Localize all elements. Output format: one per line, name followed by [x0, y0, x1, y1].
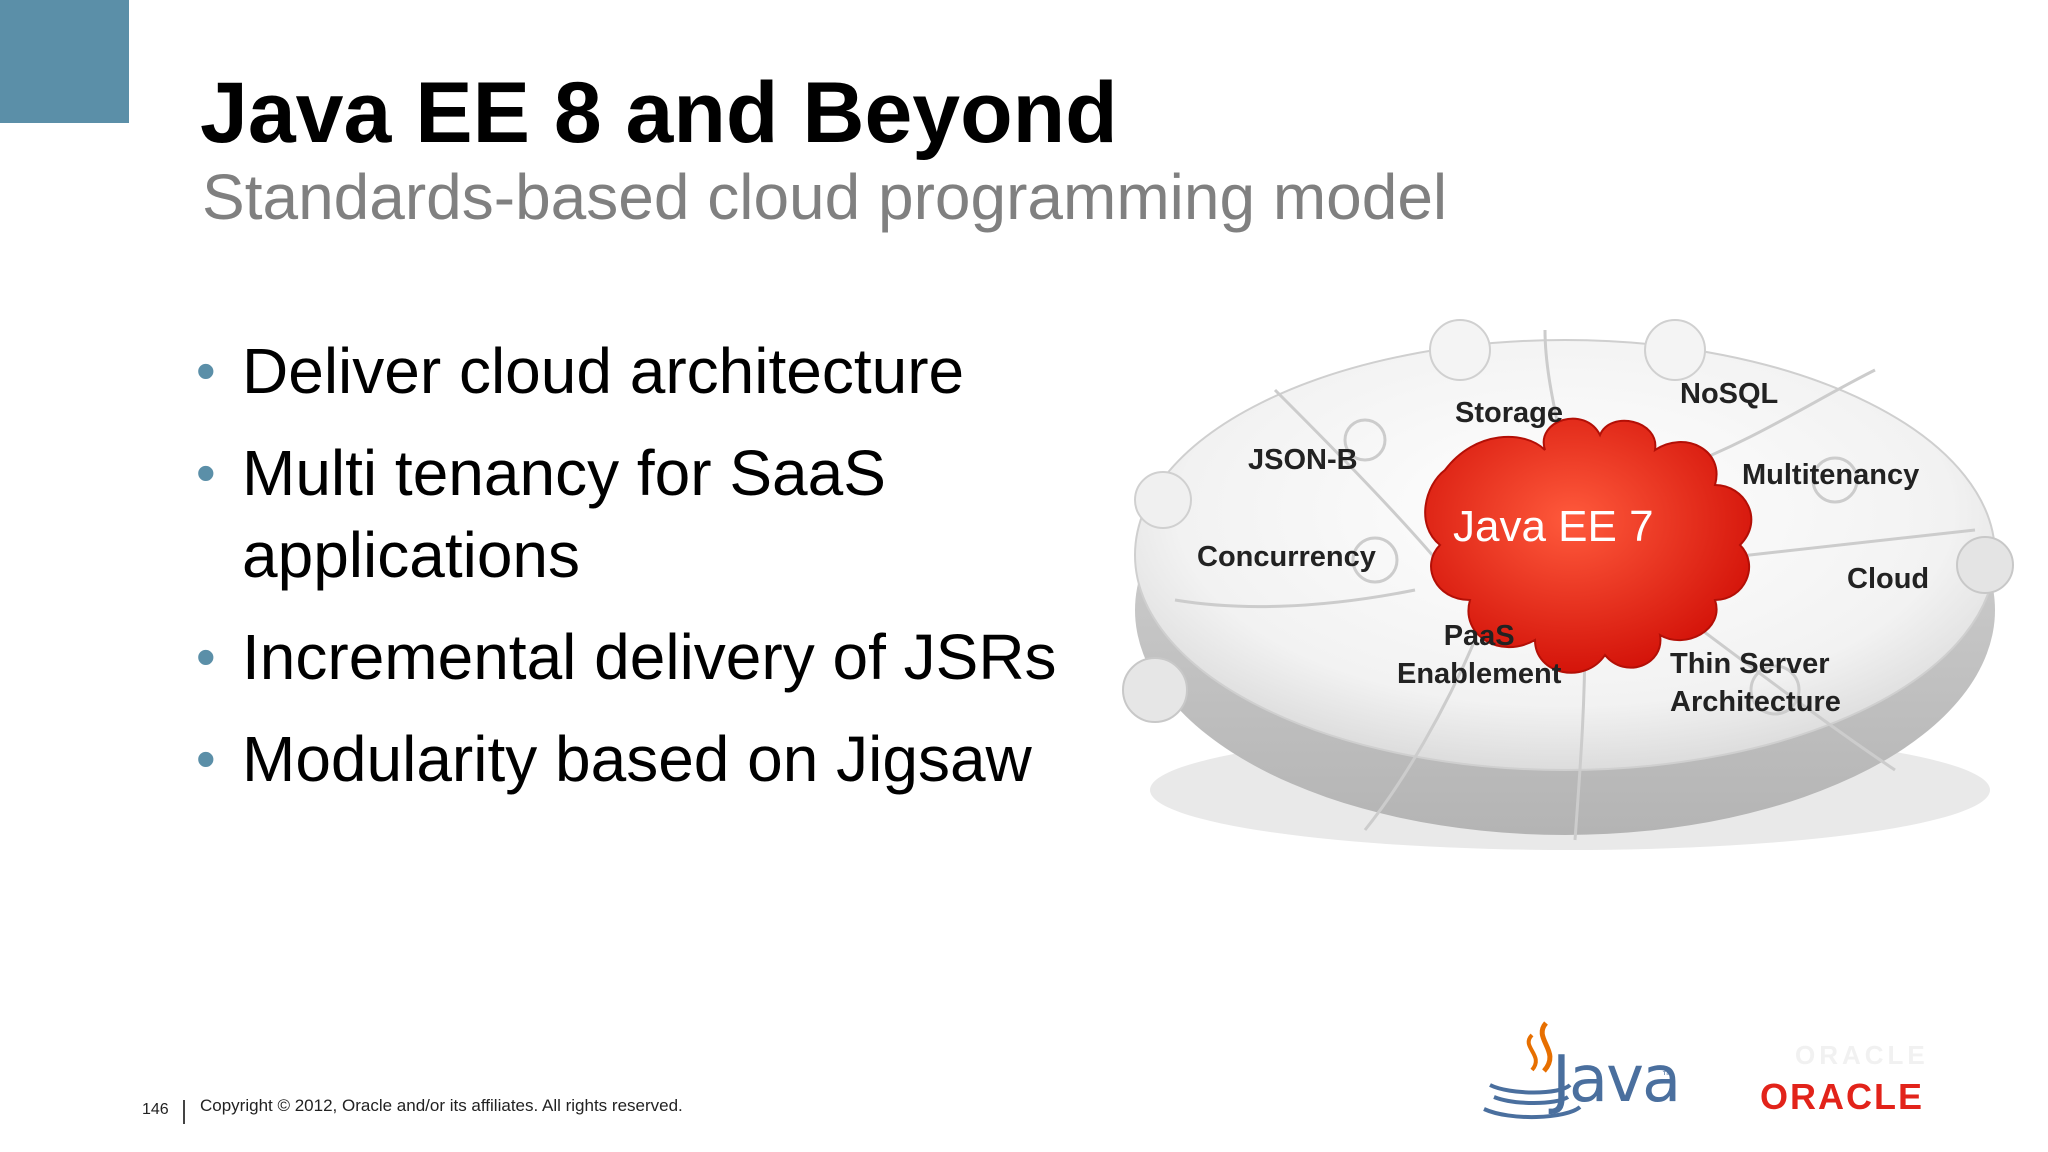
puzzle-label-concurrency: Concurrency [1197, 541, 1376, 573]
bullet-text: Modularity based on Jigsaw [242, 723, 1032, 795]
bullet-item: • Deliver cloud architecture [190, 330, 1140, 412]
java-logo-text: Java [1552, 1043, 1681, 1117]
puzzle-tab [1956, 536, 2014, 594]
puzzle-label-jsonb: JSON-B [1248, 444, 1358, 476]
puzzle-tab [1122, 657, 1188, 723]
bullet-item: • Incremental delivery of JSRs [190, 616, 1140, 698]
puzzle-label-thin-server: Thin Server Architecture [1670, 648, 1841, 718]
center-piece [1424, 417, 1753, 674]
puzzle-label-nosql: NoSQL [1680, 378, 1779, 410]
puzzle-tab [1644, 319, 1706, 381]
bullet-list: • Deliver cloud architecture • Multi tenan… [190, 330, 1140, 820]
puzzle-label-paas: PaaS Enablement [1397, 620, 1562, 690]
puzzle-graphic: Java EE 7 Storage NoSQL JSON-B Multitena… [1115, 310, 2015, 870]
java-trademark: ™ [1662, 1070, 1672, 1081]
corner-accent-block [0, 0, 129, 123]
puzzle-label-cloud: Cloud [1847, 563, 1930, 595]
java-cup-icon [1483, 1021, 1582, 1120]
bullet-dot: • [196, 727, 216, 790]
oracle-logo: ORACLE [1760, 1076, 1924, 1117]
puzzle-label-multitenancy: Multitenancy [1742, 459, 1920, 491]
puzzle-disc-image [1122, 319, 2014, 850]
puzzle-tab [1134, 471, 1192, 529]
oracle-logo-ghost: ORACLE [1795, 1040, 1929, 1070]
bullet-item: • Multi tenancy for SaaS applications [190, 432, 1140, 596]
footer-divider [183, 1100, 185, 1124]
slide-subtitle: Standards-based cloud programming model [202, 161, 1448, 233]
bullet-dot: • [196, 339, 216, 402]
bullet-dot: • [196, 441, 216, 504]
puzzle-tab [1429, 319, 1491, 381]
bullet-dot: • [196, 625, 216, 688]
bullet-item: • Modularity based on Jigsaw [190, 718, 1140, 800]
puzzle-label-storage: Storage [1455, 397, 1563, 429]
copyright-text: Copyright © 2012, Oracle and/or its affi… [200, 1096, 683, 1115]
page-number: 146 [142, 1101, 169, 1118]
bullet-text: Deliver cloud architecture [242, 335, 965, 407]
bullet-text: Incremental delivery of JSRs [242, 621, 1057, 693]
bullet-text: Multi tenancy for SaaS applications [242, 437, 886, 591]
puzzle-center-label: Java EE 7 [1453, 502, 1654, 551]
slide-title: Java EE 8 and Beyond [200, 65, 1118, 161]
